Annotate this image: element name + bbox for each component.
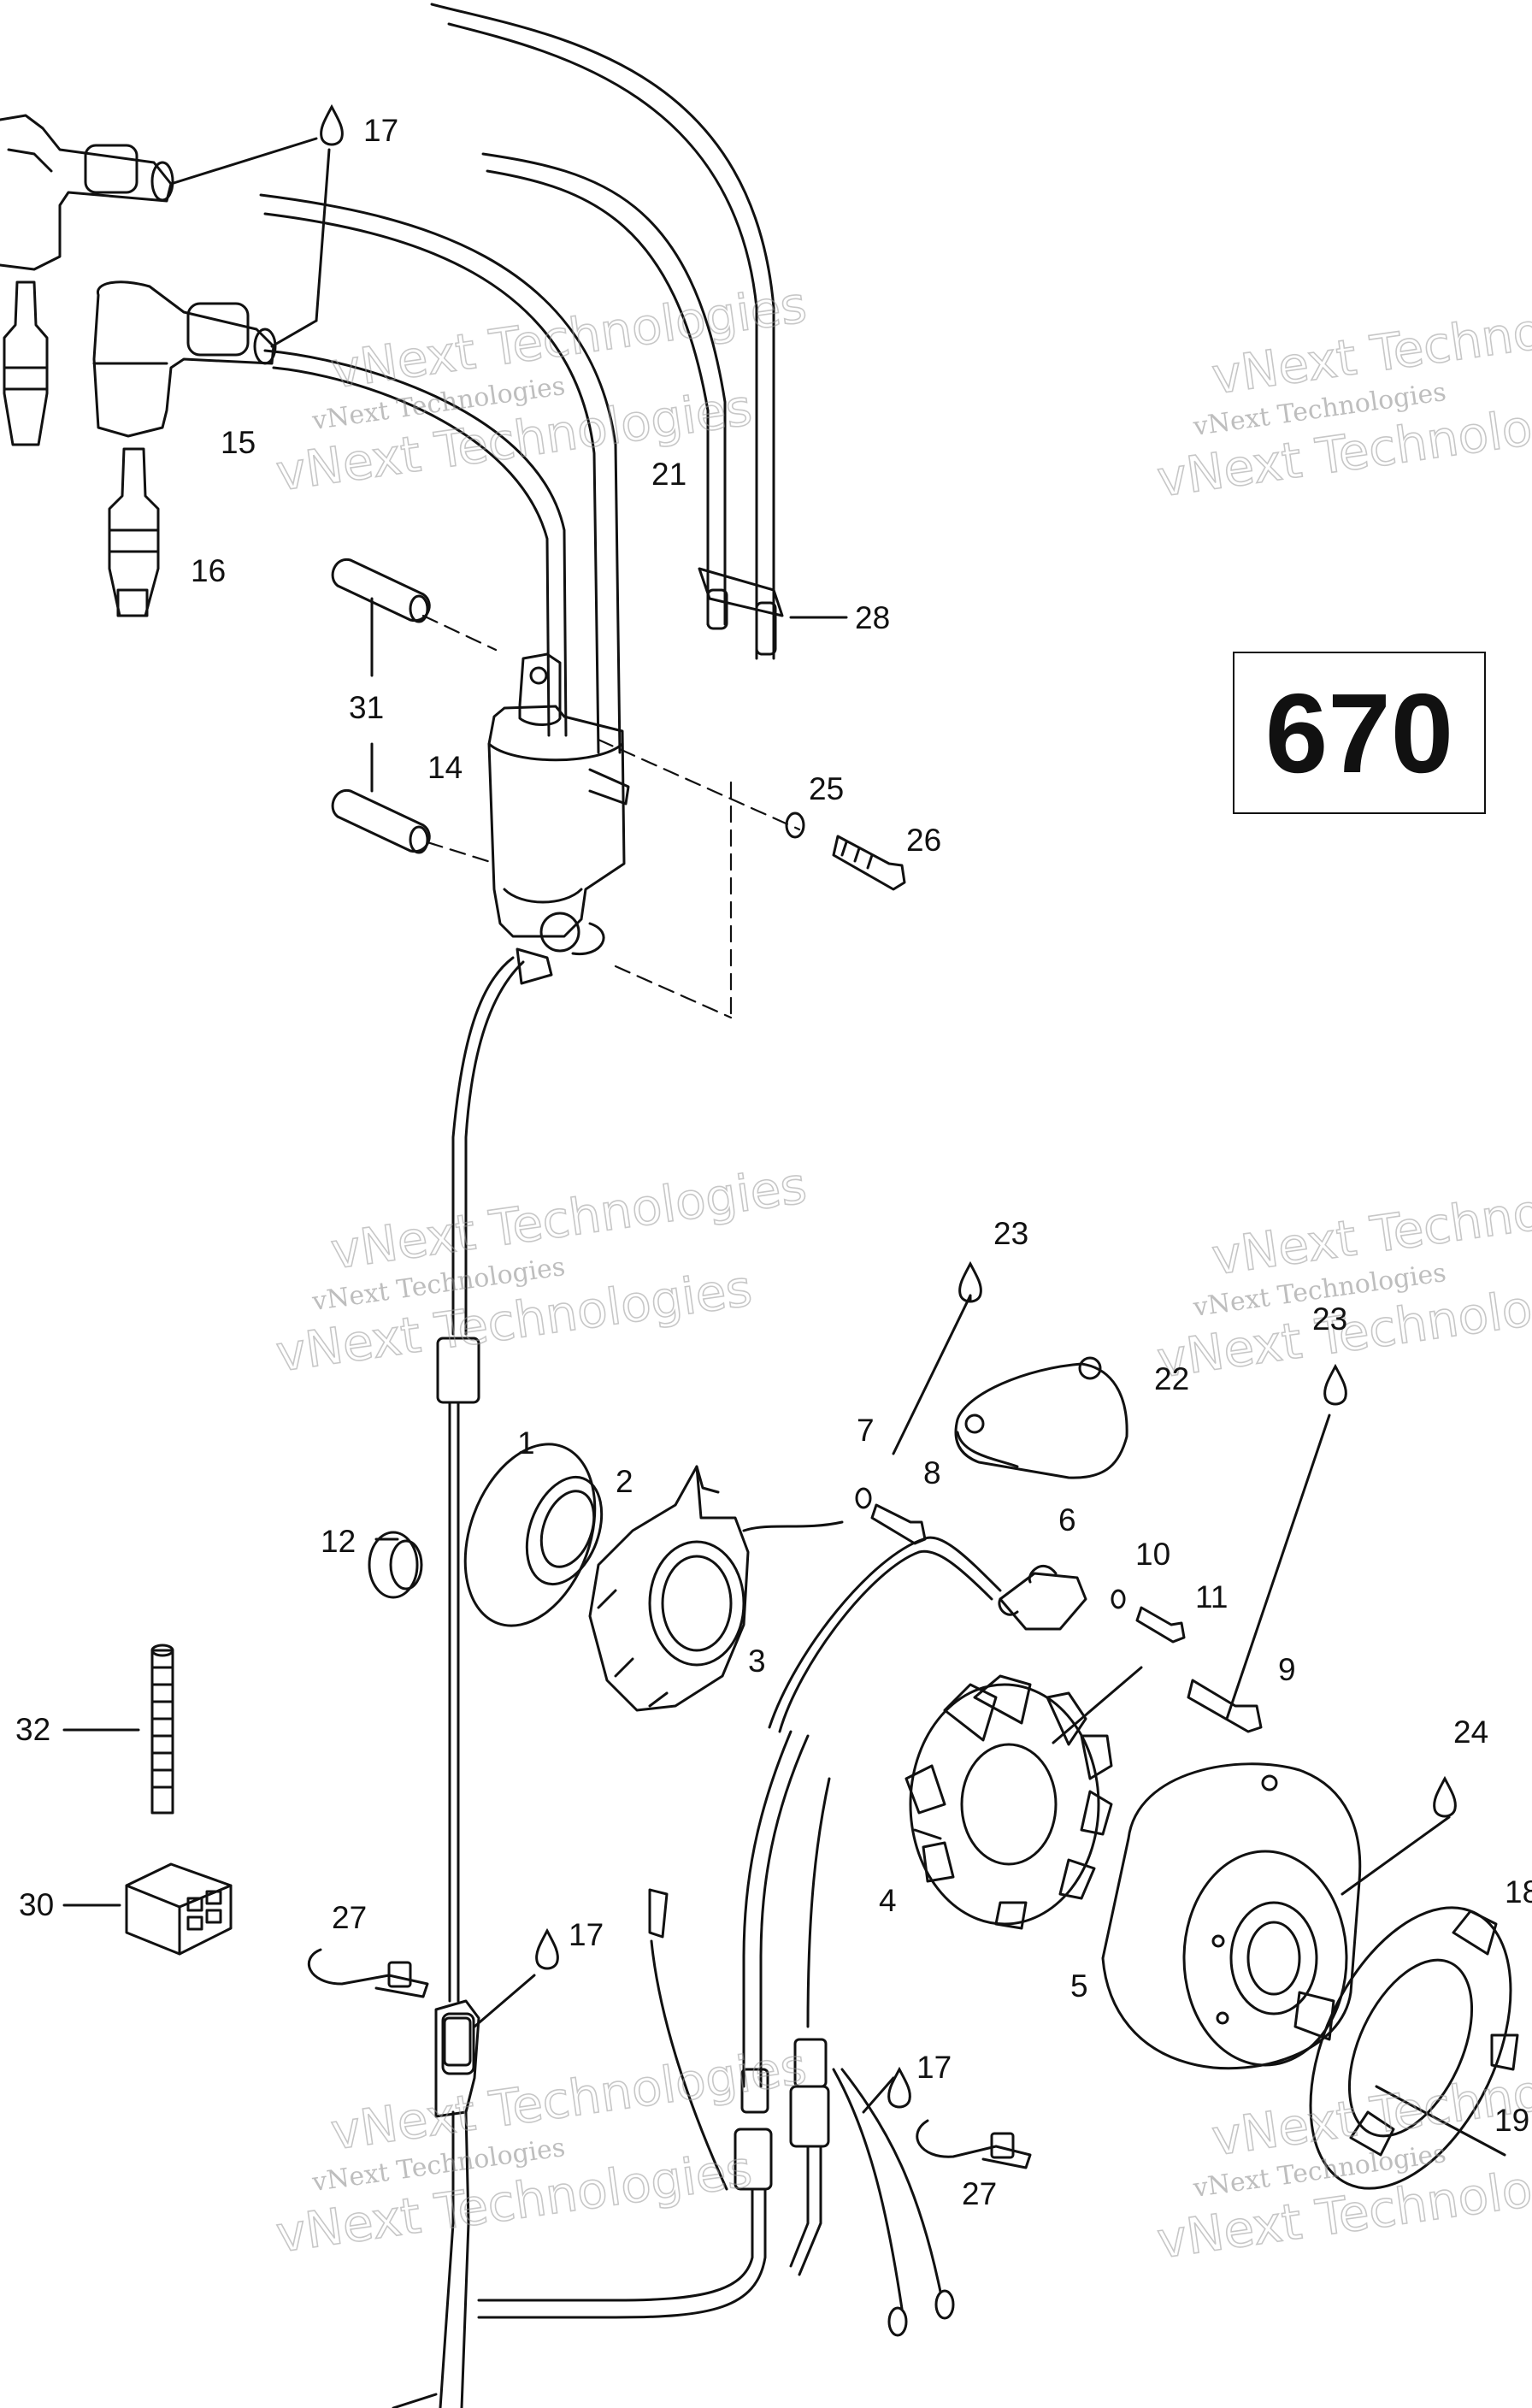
coil-screw bbox=[785, 812, 906, 891]
callout-31: 31 bbox=[349, 690, 384, 725]
callout-10: 10 bbox=[1135, 1537, 1170, 1572]
spark-plug-cap-top bbox=[0, 114, 174, 271]
callout-30: 30 bbox=[19, 1887, 54, 1922]
flywheel bbox=[1101, 1762, 1451, 2070]
callout-labels: 17 15 16 21 28 31 14 25 26 23 23 22 7 8 … bbox=[15, 113, 1532, 2211]
coil-connector bbox=[441, 1974, 536, 2075]
wire-clamp bbox=[698, 567, 848, 656]
lube-drop-icon bbox=[887, 2066, 911, 2109]
callout-1: 1 bbox=[517, 1425, 535, 1461]
sensor-cover bbox=[954, 1356, 1128, 1479]
housing-screw bbox=[855, 1294, 972, 1545]
callout-24: 24 bbox=[1453, 1715, 1488, 1750]
callout-19: 19 bbox=[1494, 2103, 1529, 2138]
stator-housing bbox=[588, 1465, 844, 1712]
spark-plug-top bbox=[3, 280, 49, 446]
callout-4: 4 bbox=[879, 1883, 897, 1918]
stator bbox=[904, 1674, 1113, 1930]
callout-26: 26 bbox=[906, 823, 941, 858]
callout-6: 6 bbox=[1058, 1502, 1076, 1537]
callout-11: 11 bbox=[1195, 1579, 1228, 1614]
callout-15: 15 bbox=[221, 425, 256, 460]
callout-23: 23 bbox=[993, 1216, 1028, 1251]
callout-23: 23 bbox=[1312, 1301, 1347, 1337]
callout-7: 7 bbox=[857, 1413, 875, 1448]
trigger-screw bbox=[1111, 1589, 1186, 1644]
mounting-guides bbox=[421, 614, 801, 1019]
lube-drop-icon bbox=[535, 1927, 559, 1970]
lube-drop-icon bbox=[1323, 1363, 1347, 1406]
callout-16: 16 bbox=[191, 553, 226, 588]
callout-17: 17 bbox=[569, 1917, 604, 1952]
spark-plug bbox=[108, 447, 160, 617]
o-ring bbox=[463, 1443, 597, 1627]
lube-drop-icon bbox=[1433, 1775, 1457, 1818]
callout-2: 2 bbox=[616, 1464, 633, 1499]
coil-harness bbox=[392, 947, 553, 2408]
spacer-tubes bbox=[331, 558, 431, 854]
callout-3: 3 bbox=[748, 1644, 766, 1679]
callout-17: 17 bbox=[363, 113, 398, 148]
callout-25: 25 bbox=[809, 771, 844, 806]
connector-housing bbox=[62, 1862, 233, 1956]
lube-drop-icon bbox=[958, 1260, 982, 1303]
callout-17: 17 bbox=[916, 2050, 952, 2085]
lubricant-symbols bbox=[320, 103, 1457, 2109]
protective-tube bbox=[62, 1644, 174, 1815]
stator-harness bbox=[477, 1730, 955, 2337]
callout-27: 27 bbox=[962, 2176, 997, 2211]
lube-drop-icon bbox=[320, 103, 344, 146]
model-number-box: 670 bbox=[1233, 652, 1486, 814]
callout-12: 12 bbox=[321, 1524, 356, 1559]
callout-28: 28 bbox=[855, 600, 890, 635]
cable-tie-left bbox=[307, 1948, 429, 1998]
cable-tie-right bbox=[916, 2119, 1032, 2169]
high-tension-wires bbox=[259, 3, 775, 754]
callout-5: 5 bbox=[1070, 1968, 1088, 2004]
callout-18: 18 bbox=[1505, 1874, 1532, 1909]
trigger-coil bbox=[768, 1536, 1087, 1733]
trigger-wheel bbox=[1293, 1906, 1519, 2190]
callout-32: 32 bbox=[15, 1712, 50, 1747]
model-number: 670 bbox=[1264, 670, 1454, 796]
grommet bbox=[368, 1531, 423, 1599]
callout-9: 9 bbox=[1278, 1652, 1296, 1687]
ignition-coil bbox=[487, 652, 630, 956]
spark-plug-cap-lower bbox=[92, 280, 277, 438]
callout-27: 27 bbox=[332, 1900, 367, 1935]
callout-14: 14 bbox=[427, 750, 463, 785]
callout-8: 8 bbox=[923, 1455, 941, 1490]
callout-22: 22 bbox=[1154, 1361, 1189, 1396]
callout-21: 21 bbox=[651, 457, 686, 492]
stator-screw bbox=[1052, 1414, 1331, 1744]
